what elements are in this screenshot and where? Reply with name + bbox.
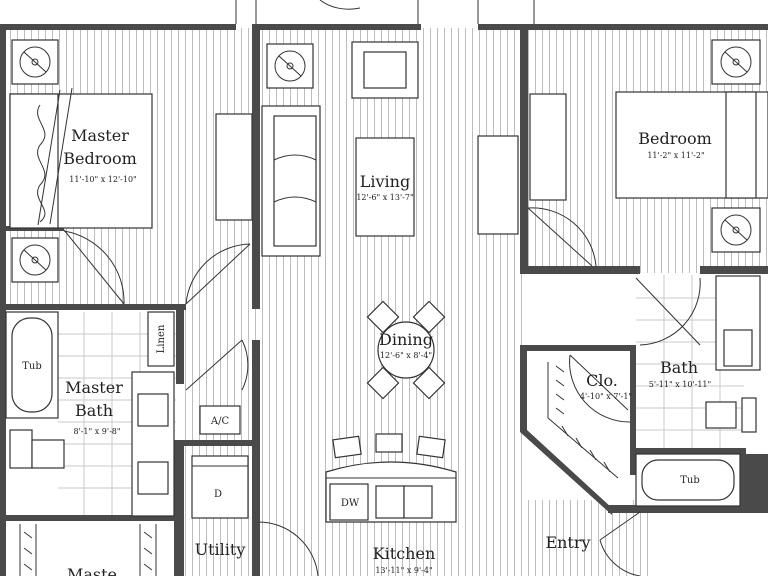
bedroom-fan-top-icon [711,39,761,85]
kitchen-island-icon [325,461,457,523]
master-bath-label: Master [65,378,123,397]
ac-label: A/C [210,416,230,427]
living-label: Living [360,172,410,191]
dining-dims: 12'-6" x 8'-4" [380,351,432,360]
linen-label: Linen [156,324,167,353]
master-bath-label-2: Bath [75,401,113,420]
room-labels: Master Bedroom 11'-10" x 12'-10" Living … [63,126,712,576]
master-tub-icon [5,311,59,419]
dishwasher-label: DW [341,498,360,509]
master-bedroom-fan-bottom-icon [11,237,59,283]
bedroom-bed-icon [615,91,768,199]
master-tub-label: Tub [22,361,42,372]
living-fan-icon [266,43,314,89]
bath-toilet-icon [705,397,757,433]
fixture-labels: Tub Tub Linen A/C D DW [22,324,700,509]
closet-dims: 4'-10" x 7'-1" [580,392,632,401]
master-bed-icon [9,87,153,229]
bath-dims: 5'-11" x 10'-11" [649,380,711,389]
closet-label: Clo. [586,371,618,390]
dining-label: Dining [379,330,433,349]
living-dims: 12'-6" x 13'-7" [356,193,413,202]
toilet-icon [9,429,65,469]
master-bedroom-dims: 11'-10" x 12'-10" [69,175,136,184]
tv-console-icon [477,135,519,235]
dryer-icon [191,455,249,519]
stools-icon [332,433,446,459]
bath-vanity-icon [715,275,761,371]
doors [63,207,701,576]
top-openings [235,0,535,24]
master-bedroom-label: Master [71,126,129,145]
master-vanity-icon [131,371,175,517]
ac-unit-icon [199,405,241,435]
bedroom-label: Bedroom [638,129,712,148]
master-bath-dims: 8'-1" x 9'-8" [73,427,120,436]
kitchen-label: Kitchen [373,544,436,563]
armchair-icon [351,41,419,99]
master-bedroom-label-2: Bedroom [63,149,137,168]
dryer-label: D [214,489,222,500]
dining-table-icon [366,300,446,400]
master-dresser-icon [215,113,253,221]
bedroom-fan-bottom-icon [711,207,761,253]
linen-closet-icon [147,311,175,367]
master-closet-shelf-icon [19,524,157,576]
closet-shelf-icon [547,362,619,479]
bath-label: Bath [660,358,698,377]
bath-tub-icon [635,453,741,507]
sofa-icon [261,105,321,257]
master-closet-label: Maste [67,565,117,576]
coffee-table-icon [355,137,415,237]
bath-tub-label: Tub [680,475,700,486]
master-bedroom-fan-top-icon [11,39,59,85]
bedroom-dresser-icon [529,93,567,201]
bedroom-dims: 11'-2" x 11'-2" [647,151,704,160]
utility-label: Utility [195,540,246,559]
kitchen-dims: 13'-11" x 9'-4" [375,566,432,575]
entry-label: Entry [545,533,590,552]
